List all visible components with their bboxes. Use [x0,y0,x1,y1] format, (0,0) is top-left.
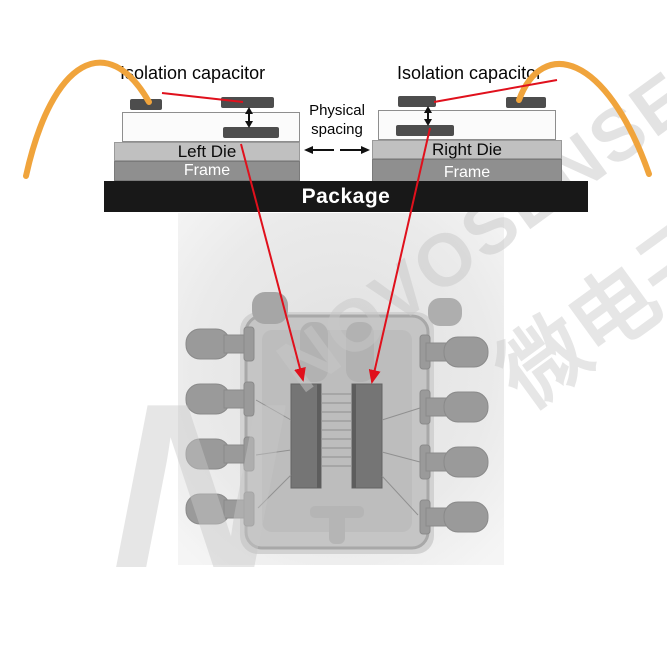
right-capacitor-bottom-plate [396,125,454,136]
xray-fanout-wires [255,399,421,516]
physical-spacing-label: Physical spacing [299,101,375,139]
right-frame-label: Frame [443,163,491,181]
die-paddle-right-edge [352,384,356,488]
lead-left-3 [185,436,255,472]
physical-spacing-line2: spacing [311,121,363,138]
right-die: Right Die [372,140,562,159]
lead-right-4 [419,499,489,535]
lead-right-1 [419,334,489,370]
physical-spacing-line1: Physical [309,102,365,119]
package-label: Package [301,184,391,208]
die-paddle-right [351,383,383,489]
tie-bar [310,506,364,544]
paddle-slot-left [300,322,328,382]
left-die: Left Die [114,142,300,161]
paddle-slot-right [346,322,374,382]
die-paddle-left-edge [317,384,321,488]
right-capacitor-top-plate [398,96,436,107]
package-bar: Package [104,181,588,212]
left-isolation-capacitor-label: Isolation capacitor [120,63,266,83]
left-die-label: Left Die [177,141,237,161]
lead-left-1 [185,326,255,362]
lead-right-2 [419,389,489,425]
lead-top-right-stub [428,298,462,326]
lead-top-left-stub [252,292,288,324]
right-die-label: Right Die [432,139,502,159]
left-frame: Frame [114,161,300,181]
lead-left-2 [185,381,255,417]
ic-body-inner [262,330,412,532]
lead-left-4 [185,491,255,527]
right-capacitor-pad [506,97,546,108]
left-capacitor-bottom-plate [223,127,279,138]
right-isolation-capacitor-label: Isolation capacitor [397,63,543,83]
left-capacitor-top-plate [221,97,274,108]
lead-right-3 [419,444,489,480]
left-frame-label: Frame [183,162,231,179]
left-capacitor-pad [130,99,162,110]
xray-bond-wires [321,393,352,467]
die-paddle-left [290,383,322,489]
